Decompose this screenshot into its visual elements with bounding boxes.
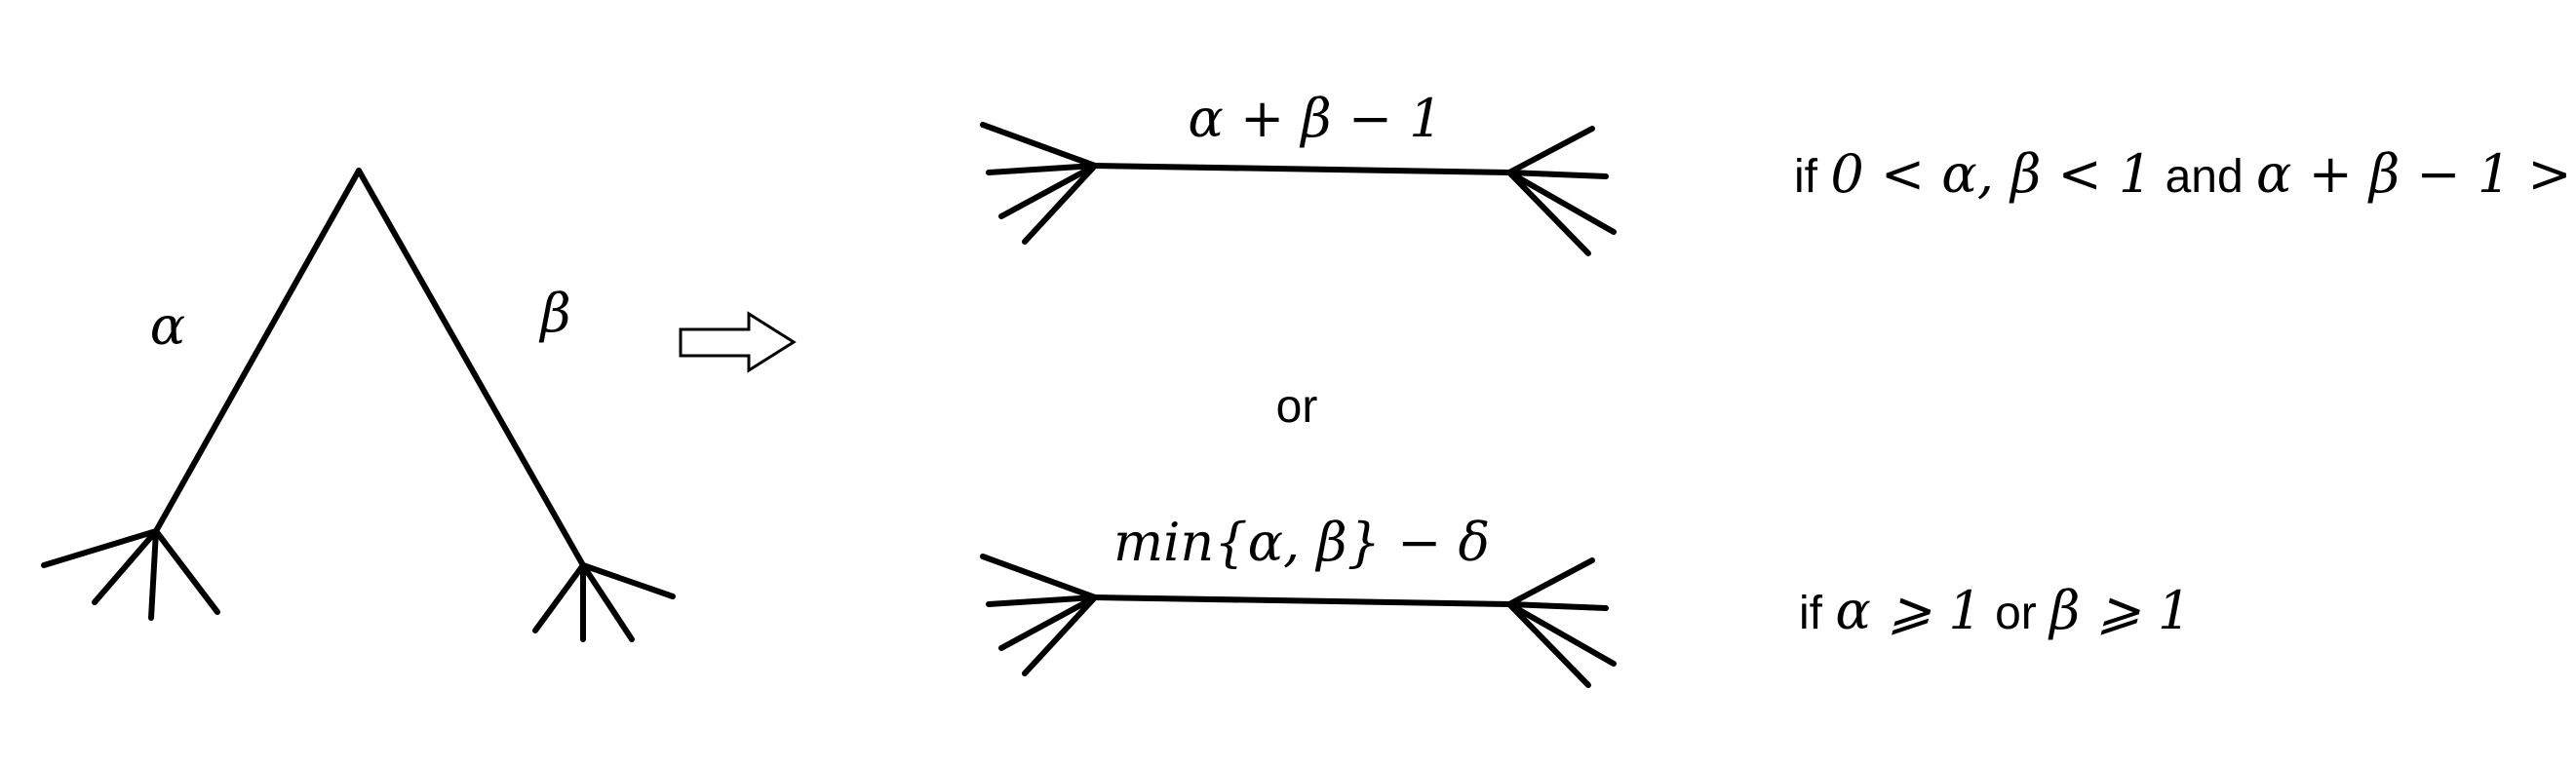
bottom-result-graph: min{α, β} − δ xyxy=(980,512,1617,688)
left-edge-label: α xyxy=(150,295,185,357)
top-result-center-edge xyxy=(1092,163,1512,175)
top-result-right-fan xyxy=(1506,126,1617,256)
implies-arrow-icon xyxy=(679,311,797,373)
left-tree: α β xyxy=(41,168,676,642)
bottom-result-center-edge xyxy=(1092,594,1512,607)
top-result-graph: α + β − 1 xyxy=(980,88,1617,256)
bottom-result-condition: if α ⩾ 1 or β ⩾ 1 xyxy=(1799,580,2191,641)
bottom-condition-math-1: α ⩾ 1 xyxy=(1835,580,1981,641)
left-tree-left-edge xyxy=(153,168,362,534)
top-result-edge-label: α + β − 1 xyxy=(1188,88,1442,149)
or-label: or xyxy=(1276,381,1318,433)
bottom-result-edge-label: min{α, β} − δ xyxy=(1113,512,1490,573)
left-tree-right-leaf-fan xyxy=(532,562,676,642)
top-condition-and: and xyxy=(2152,151,2256,203)
top-result-left-fan xyxy=(980,122,1098,245)
bottom-condition-or: or xyxy=(1982,588,2049,639)
left-tree-right-edge xyxy=(356,168,586,568)
top-condition-math-1: 0 < α, β < 1 xyxy=(1830,143,2152,205)
top-condition-prefix: if xyxy=(1794,151,1830,203)
bottom-result-right-fan xyxy=(1506,557,1617,688)
top-condition-math-2: α + β − 1 > 0 xyxy=(2256,143,2576,205)
left-tree-left-leaf-fan xyxy=(41,528,220,621)
top-result-condition: if 0 < α, β < 1 and α + β − 1 > 0 xyxy=(1794,143,2576,205)
right-edge-label: β xyxy=(538,283,570,344)
bottom-condition-prefix: if xyxy=(1799,588,1835,639)
bottom-result-left-fan xyxy=(980,554,1098,676)
bottom-condition-math-2: β ⩾ 1 xyxy=(2048,580,2191,641)
